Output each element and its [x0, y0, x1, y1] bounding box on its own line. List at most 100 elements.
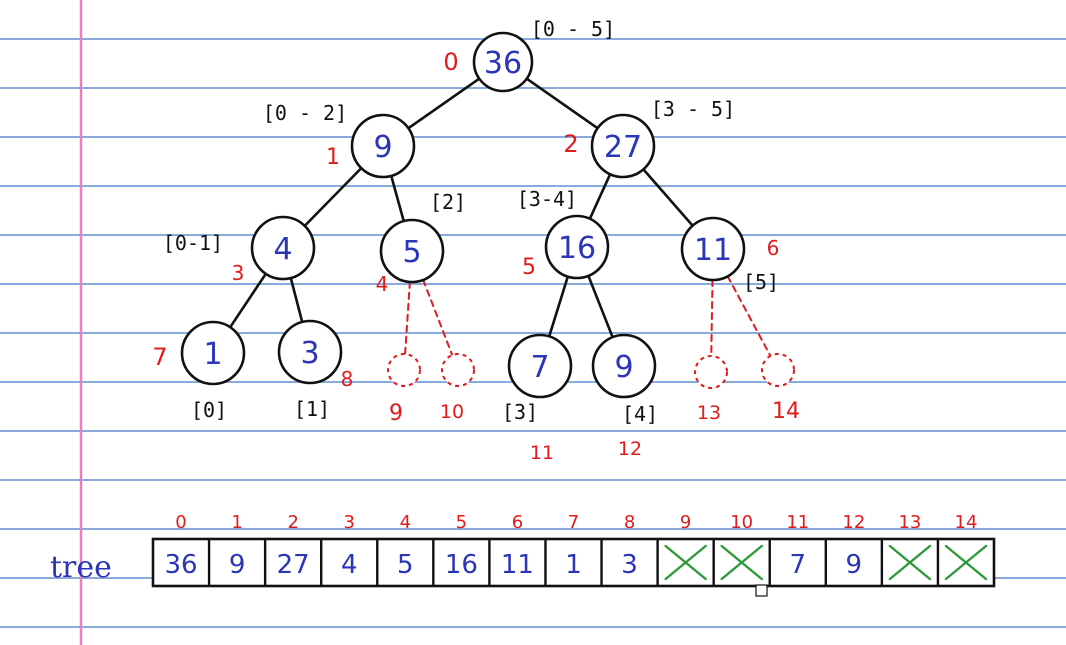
node-value: 1 — [203, 337, 222, 372]
tree-node — [544, 214, 610, 280]
empty-node — [694, 355, 728, 389]
tree-edge — [547, 275, 570, 338]
array-index: 7 — [568, 512, 579, 533]
node-index: 9 — [389, 401, 403, 426]
node-index: 12 — [618, 438, 642, 460]
array-index: 3 — [344, 512, 355, 533]
node-range: [0 - 2] — [263, 101, 347, 125]
array-index: 5 — [456, 512, 467, 533]
node-index: 2 — [563, 130, 578, 158]
tree-edge — [389, 174, 406, 223]
x-stroke — [664, 544, 707, 581]
array-index: 4 — [400, 512, 411, 533]
x-stroke — [888, 544, 932, 581]
tree-node — [507, 333, 573, 399]
tree-edge — [407, 77, 481, 130]
node-value: 36 — [484, 46, 522, 81]
empty-edge — [422, 278, 454, 357]
node-index: 10 — [440, 401, 464, 423]
array-cell-value: 27 — [277, 550, 310, 580]
node-index: 5 — [522, 255, 536, 280]
node-range: [0-1] — [163, 231, 223, 255]
node-value: 16 — [558, 231, 596, 266]
tree-edges — [228, 77, 772, 358]
array-cell-value: 16 — [445, 550, 478, 580]
node-index: 7 — [152, 343, 167, 371]
empty-node — [761, 353, 795, 387]
tree-node — [590, 113, 656, 179]
tree-node — [472, 31, 534, 93]
array-index: 0 — [175, 512, 186, 533]
tree-edge — [303, 166, 363, 228]
small-square-icon — [755, 584, 768, 597]
tree-labels: 0 [0 - 5] 1 [0 - 2] 2 [3 - 5] 3 [0-1] 4 [2] 5 [3-4]… — [152, 17, 800, 464]
tree-edge — [588, 172, 612, 221]
node-index: 11 — [530, 442, 554, 464]
node-value: 9 — [614, 350, 633, 385]
array-index: 14 — [955, 512, 978, 533]
node-range: [3 - 5] — [651, 97, 735, 121]
array-index: 13 — [898, 512, 921, 533]
array-label: tree — [50, 550, 112, 585]
node-value: 27 — [604, 130, 642, 165]
array-index: 1 — [231, 512, 242, 533]
node-value: 9 — [373, 130, 392, 165]
node-index: 0 — [443, 48, 458, 76]
empty-cell-x-icon — [720, 544, 763, 581]
tree-edge — [587, 274, 614, 339]
tree-node — [250, 215, 316, 281]
tree-node — [379, 218, 445, 284]
tree-node — [350, 113, 416, 179]
empty-cell-x-icon — [664, 544, 707, 581]
tree-node — [591, 333, 657, 399]
node-range: [3-4] — [517, 187, 577, 211]
array-index: 11 — [786, 512, 809, 533]
array-cell-value: 36 — [164, 550, 197, 580]
array-index: 10 — [730, 512, 753, 533]
array-cell-value: 3 — [621, 550, 638, 580]
node-value: 5 — [402, 235, 421, 270]
node-range: [1] — [294, 397, 330, 421]
empty-edge — [726, 275, 772, 357]
node-index: 14 — [772, 399, 800, 424]
array-cell-value: 11 — [501, 550, 534, 580]
tree-edge — [228, 272, 268, 329]
node-index: 4 — [376, 272, 389, 296]
array-index: 12 — [842, 512, 865, 533]
node-index: 6 — [767, 236, 780, 260]
node-range: [4] — [622, 402, 658, 426]
tree-edge — [289, 276, 304, 324]
array-cell-value: 4 — [341, 550, 358, 580]
node-range: [0 - 5] — [531, 17, 615, 41]
node-range: [2] — [430, 190, 466, 214]
x-stroke — [720, 544, 763, 581]
tree-node — [180, 320, 246, 386]
node-range: [5] — [743, 270, 779, 294]
array-cell-value: 1 — [565, 550, 582, 580]
x-stroke — [944, 544, 988, 581]
node-range: [0] — [191, 398, 227, 422]
node-index: 13 — [697, 402, 721, 424]
array-index: 9 — [680, 512, 691, 533]
node-value: 11 — [694, 233, 732, 268]
array-index: 2 — [287, 512, 298, 533]
tree-node — [680, 216, 746, 282]
array-cell-value: 7 — [789, 550, 806, 580]
node-index: 1 — [326, 145, 340, 170]
node-index: 3 — [232, 261, 245, 285]
node-range: [3] — [502, 400, 538, 424]
empty-node — [441, 353, 475, 387]
array-frame — [151, 537, 996, 588]
empty-edge — [710, 278, 714, 358]
node-value: 3 — [300, 336, 319, 371]
node-value: 7 — [530, 350, 549, 385]
array-index: 6 — [512, 512, 523, 533]
empty-cell-x-icon — [944, 544, 988, 581]
empty-node — [387, 353, 421, 387]
node-index: 8 — [341, 367, 354, 391]
empty-cell-x-icon — [888, 544, 932, 581]
